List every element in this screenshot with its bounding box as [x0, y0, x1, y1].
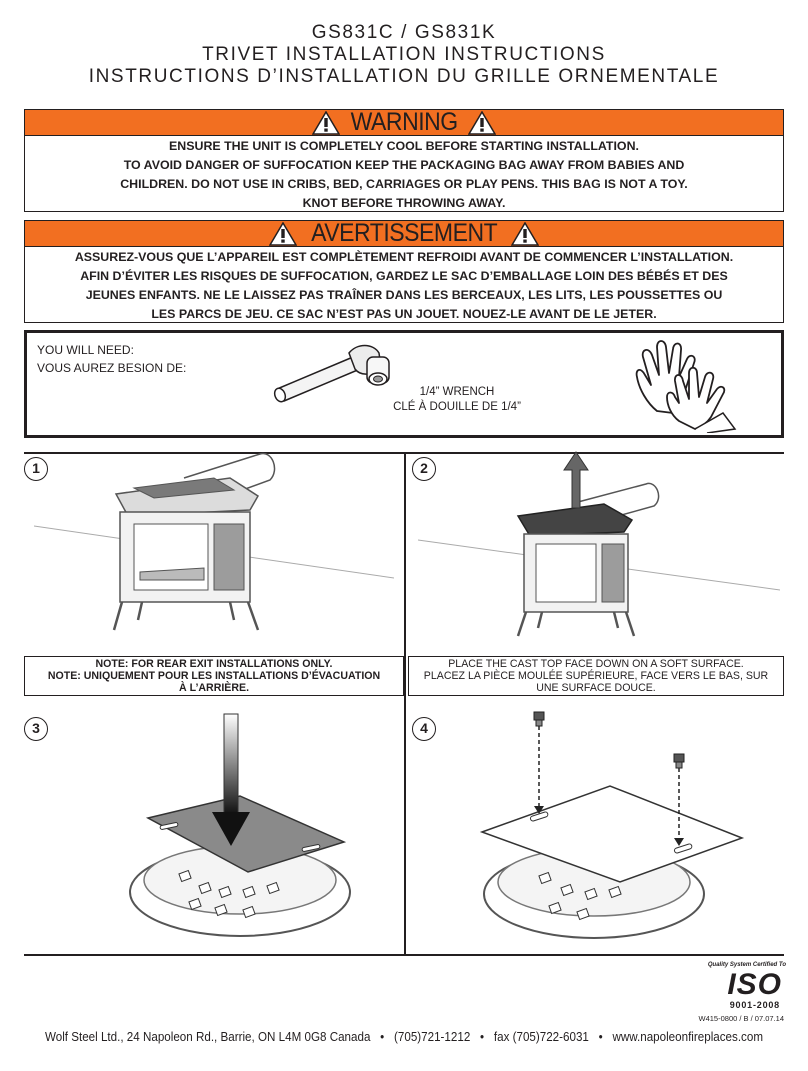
warning-line: LES PARCS DE JEU. CE SAC N’EST PAS UN JO… [151, 307, 657, 321]
trivet-placement-illustration [129, 713, 351, 937]
warning-line: KNOT BEFORE THROWING AWAY. [302, 196, 506, 210]
iso-logo: ISO [727, 968, 782, 1001]
warning-box-french [24, 220, 784, 323]
separator-bullet: • [380, 1030, 385, 1044]
warning-band-french: AVERTISSEMENT [24, 220, 784, 247]
trivet-screws-illustration [479, 711, 745, 939]
iso-standard: 9001-2008 [729, 1000, 780, 1010]
step-number-1: 1 [24, 457, 48, 481]
caption-line: NOTE: FOR REAR EXIT INSTALLATIONS ONLY. [95, 658, 333, 670]
website-link[interactable]: www.napoleonfireplaces.com [612, 1030, 764, 1044]
warning-triangle-icon [468, 110, 497, 135]
step-2-caption: PLACE THE CAST TOP FACE DOWN ON A SOFT S… [408, 656, 784, 696]
warning-line: ASSUREZ-VOUS QUE L’APPAREIL EST COMPLÈTE… [74, 250, 734, 264]
wrench-label-french: CLÉ À DOUILLE DE 1/4” [393, 401, 521, 413]
warning-line: AFIN D’ÉVITER LES RISQUES DE SUFFOCATION… [80, 269, 728, 283]
step-number-3: 3 [24, 717, 48, 741]
separator-bullet: • [480, 1030, 485, 1044]
warning-triangle-icon [268, 221, 297, 246]
title-english: TRIVET INSTALLATION INSTRUCTIONS [202, 44, 606, 65]
phone-number: (705)721-1212 [394, 1030, 471, 1044]
step-grid-divider [404, 452, 406, 954]
warning-label: WARNING [350, 108, 458, 136]
caption-line: À L’ARRIÈRE. [178, 682, 250, 694]
title-french: INSTRUCTIONS D’INSTALLATION DU GRILLE OR… [88, 66, 720, 87]
warning-line: JEUNES ENFANTS. NE LE LAISSEZ PAS TRAÎNE… [85, 288, 723, 302]
socket-wrench-icon [273, 344, 390, 403]
gloves-icon [635, 340, 737, 433]
step-number-2: 2 [412, 457, 436, 481]
step-grid-top-line [406, 452, 784, 454]
stove-illustration [34, 452, 394, 631]
caption-line: UNE SURFACE DOUCE. [536, 682, 656, 694]
avertissement-label: AVERTISSEMENT [310, 219, 498, 247]
step-grid-top-line [24, 452, 404, 454]
tools-needed-english: YOU WILL NEED: [37, 343, 134, 357]
caption-line: PLACEZ LA PIÈCE MOULÉE SUPÉRIEURE, FACE … [423, 670, 769, 682]
step-1-caption: NOTE: FOR REAR EXIT INSTALLATIONS ONLY. … [24, 656, 404, 696]
warning-box-english [24, 109, 784, 212]
step-grid-bottom-line [24, 954, 784, 956]
model-number: GS831C / GS831K [311, 22, 497, 43]
caption-line: PLACE THE CAST TOP FACE DOWN ON A SOFT S… [448, 658, 744, 670]
step-number-4: 4 [412, 717, 436, 741]
warning-text-english: ENSURE THE UNIT IS COMPLETELY COOL BEFOR… [24, 137, 784, 213]
separator-bullet: • [598, 1030, 603, 1044]
warning-text-french: ASSUREZ-VOUS QUE L’APPAREIL EST COMPLÈTE… [24, 248, 784, 324]
wrench-caption: 1/4” WRENCH CLÉ À DOUILLE DE 1/4” [357, 385, 557, 415]
wrench-label-english: 1/4” WRENCH [419, 386, 495, 398]
document-header: GS831C / GS831K TRIVET INSTALLATION INST… [0, 22, 808, 88]
warning-line: CHILDREN. DO NOT USE IN CRIBS, BED, CARR… [120, 177, 688, 191]
iso-certification: Quality System Certified To ISO 9001-200… [676, 962, 786, 1024]
document-code: W415-0800 / B / 07.07.14 [698, 1014, 784, 1023]
warning-triangle-icon [511, 221, 540, 246]
tools-needed-french: VOUS AUREZ BESION DE: [37, 361, 187, 375]
stove-remove-top-illustration [418, 451, 780, 637]
footer: Wolf Steel Ltd., 24 Napoleon Rd., Barrie… [28, 1030, 779, 1044]
warning-triangle-icon [311, 110, 340, 135]
caption-line: NOTE: UNIQUEMENT POUR LES INSTALLATIONS … [47, 670, 381, 682]
tools-needed-box: YOU WILL NEED: VOUS AUREZ BESION DE: 1/4… [24, 330, 784, 438]
warning-band-english: WARNING [24, 109, 784, 136]
quality-system-text: Quality System Certified To [707, 962, 786, 968]
fax-number: fax (705)722-6031 [493, 1030, 589, 1044]
warning-line: ENSURE THE UNIT IS COMPLETELY COOL BEFOR… [169, 139, 639, 153]
warning-line: TO AVOID DANGER OF SUFFOCATION KEEP THE … [123, 158, 685, 172]
company-address: Wolf Steel Ltd., 24 Napoleon Rd., Barrie… [44, 1030, 371, 1044]
